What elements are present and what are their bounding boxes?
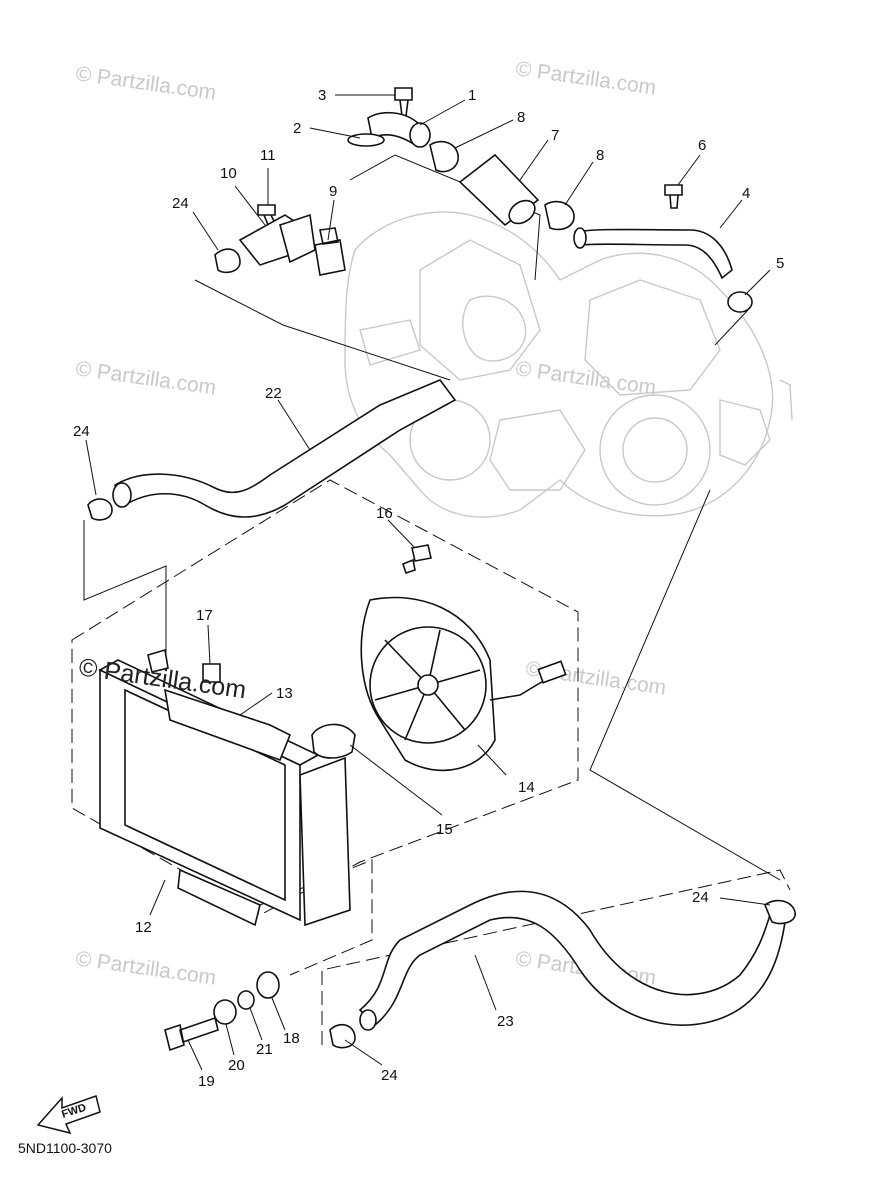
hose-part-23: [329, 890, 796, 1049]
callout-11: 11: [260, 147, 276, 164]
bolt-part-3: [394, 87, 413, 117]
bracket-part-17: [202, 663, 221, 683]
collar-part-20: [213, 999, 237, 1025]
diagram-code: 5ND1100-3070: [18, 1140, 112, 1156]
radiator-cap-part-15: [311, 723, 356, 759]
mounting-parts: [164, 971, 280, 1052]
callout-8: 8: [517, 109, 525, 126]
bolt-part-16: [402, 544, 432, 575]
clamp-part-24-right: [764, 899, 796, 925]
clamp-part-24-left: [87, 498, 113, 521]
thermostat-part-9: [314, 227, 346, 276]
clamp-part-24-top: [214, 248, 241, 274]
fan-assembly: [202, 544, 567, 772]
watermark: © Partzilla.com: [514, 57, 657, 99]
callout-21: 21: [256, 1041, 273, 1058]
callout-5: 5: [776, 255, 784, 272]
callout-7: 7: [551, 127, 559, 144]
callout-23: 23: [497, 1013, 514, 1030]
assembly-outlines: [71, 154, 791, 1045]
o-ring-part-2: [347, 133, 385, 147]
damper-part-21: [237, 990, 255, 1010]
outlet-flange-part-10: [279, 213, 316, 264]
watermark: © Partzilla.com: [74, 357, 217, 399]
callouts: 3 1 2 8 7 8 6 4 5 11 10 24 9 22 24 16 17…: [73, 87, 784, 1090]
outlet-assembly: [214, 204, 346, 276]
pipe-part-4: [573, 228, 733, 280]
bolt-part-19: [164, 1016, 219, 1052]
callout-18: 18: [283, 1030, 300, 1047]
callout-15: 15: [436, 821, 453, 838]
gasket-part-13: [163, 688, 292, 762]
callout-20: 20: [228, 1057, 245, 1074]
fwd-arrow: FWD: [36, 1095, 101, 1135]
hose-part-22: [87, 379, 457, 521]
clamp-part-8-lower: [544, 200, 575, 231]
pipe-end-part-4: [573, 227, 587, 249]
fan-wire-part-14: [489, 679, 546, 701]
callout-1: 1: [468, 87, 476, 104]
callout-16: 16: [376, 505, 393, 522]
joint-end-part-1: [409, 122, 431, 148]
callout-24: 24: [73, 423, 90, 440]
o-ring-part-5: [727, 291, 753, 313]
callout-24: 24: [381, 1067, 398, 1084]
clamp-part-8-upper: [429, 140, 459, 173]
callout-2: 2: [293, 120, 301, 137]
callout-8: 8: [596, 147, 604, 164]
bolt-part-6: [664, 184, 683, 209]
water-pipe-assembly: [347, 87, 753, 313]
clamp-part-24-bottom: [329, 1023, 356, 1049]
radiator-tank: [299, 756, 351, 927]
hose-end-part-7: [508, 199, 536, 225]
callout-22: 22: [265, 385, 282, 402]
grommet-part-18: [256, 971, 280, 999]
callout-13: 13: [276, 685, 293, 702]
callout-3: 3: [318, 87, 326, 104]
watermark: © Partzilla.com: [74, 947, 217, 989]
callout-14: 14: [518, 779, 535, 796]
callout-10: 10: [220, 165, 237, 182]
callout-12: 12: [135, 919, 152, 936]
leader-lines: [85, 94, 771, 1071]
watermark: © Partzilla.com: [74, 62, 217, 104]
callout-24: 24: [692, 889, 709, 906]
callout-4: 4: [742, 185, 750, 202]
callout-24: 24: [172, 195, 189, 212]
fan-connector: [537, 660, 567, 684]
callout-9: 9: [329, 183, 337, 200]
callout-17: 17: [196, 607, 213, 624]
callout-6: 6: [698, 137, 706, 154]
radiator-part-12: [98, 648, 356, 927]
callout-19: 19: [198, 1073, 215, 1090]
